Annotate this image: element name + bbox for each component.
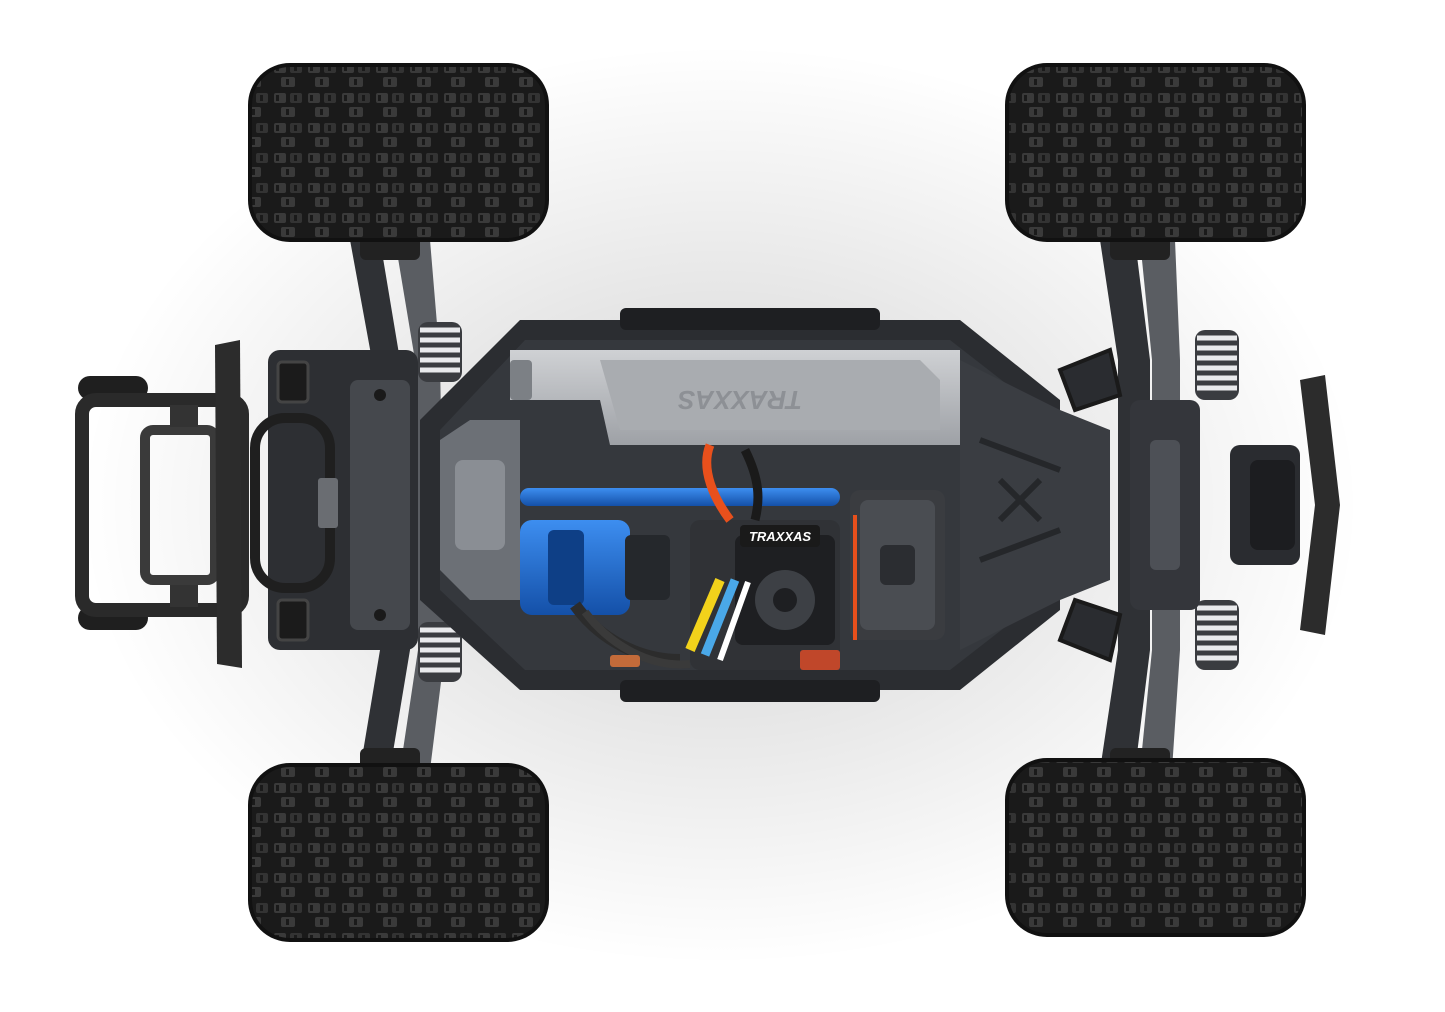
center-driveshaft [520,488,840,506]
front-bumper [75,340,249,668]
rear-shock-top [1195,330,1239,400]
battery-strap: TRAXXAS [510,350,960,445]
motor-wire-white [717,580,751,662]
receiver-box [850,490,945,640]
front-shock-top [418,322,462,382]
rear-body-mount [1057,347,1200,663]
power-wire-black [740,447,763,522]
motor-wire-yellow [685,578,725,652]
rear-bumper [1230,375,1340,635]
motor [520,520,691,669]
front-body-mount [250,350,418,650]
tire-rear-right [1005,758,1306,937]
motor-wire-blue [700,578,740,657]
esc: TRAXXAS [610,443,840,670]
tire-front-right [248,763,549,942]
battery-strap-logo: TRAXXAS [677,385,802,415]
rear-shock-bottom [1195,600,1239,670]
esc-logo: TRAXXAS [749,529,811,544]
tire-front-left [248,63,549,242]
tire-rear-left [1005,63,1306,242]
power-wire-orange [702,443,734,523]
front-shock-bottom [418,622,462,682]
